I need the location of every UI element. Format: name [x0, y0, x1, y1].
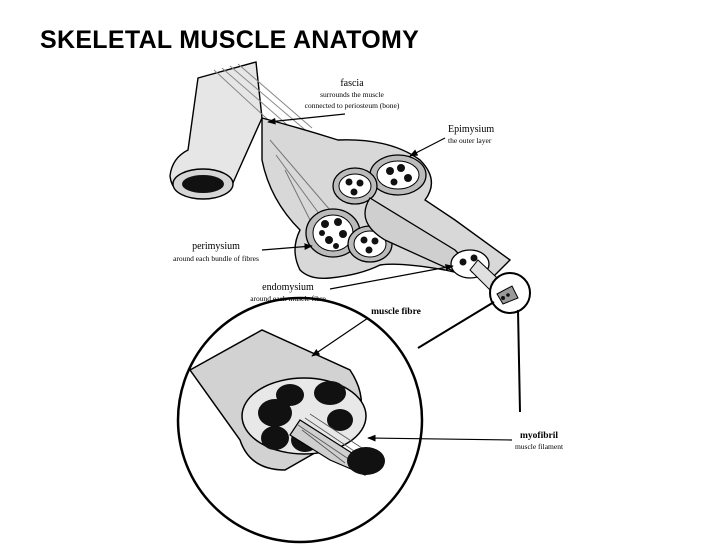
- pointer-arrows: [261, 113, 513, 442]
- myofibril-label: myofibril: [520, 431, 558, 441]
- fibre-zoom-circle: [489, 272, 531, 314]
- fascicle-bundles: [305, 154, 427, 263]
- magnified-fibre-circle: [176, 296, 424, 544]
- endomysium-label: endomysium: [262, 282, 314, 293]
- fascia-label: fascia: [340, 78, 364, 89]
- zoom-connector-lines: [417, 301, 521, 413]
- perimysium-label: perimysium: [192, 241, 240, 252]
- page-title: SKELETAL MUSCLE ANATOMY: [40, 26, 420, 54]
- perimysium-desc: around each bundle of fibres: [173, 254, 259, 263]
- epimysium-desc: the outer layer: [448, 136, 492, 145]
- fascia-desc-1: surrounds the muscle: [320, 90, 384, 99]
- myofibril-desc: muscle filament: [515, 442, 564, 451]
- bone-illustration: [169, 61, 313, 200]
- epimysium-label: Epimysium: [448, 124, 494, 135]
- muscle-fibre-label: muscle fibre: [371, 307, 421, 317]
- endomysium-desc: around each muscle fibre: [250, 294, 326, 303]
- fascia-desc-2: connected to periosteum (bone): [305, 101, 400, 110]
